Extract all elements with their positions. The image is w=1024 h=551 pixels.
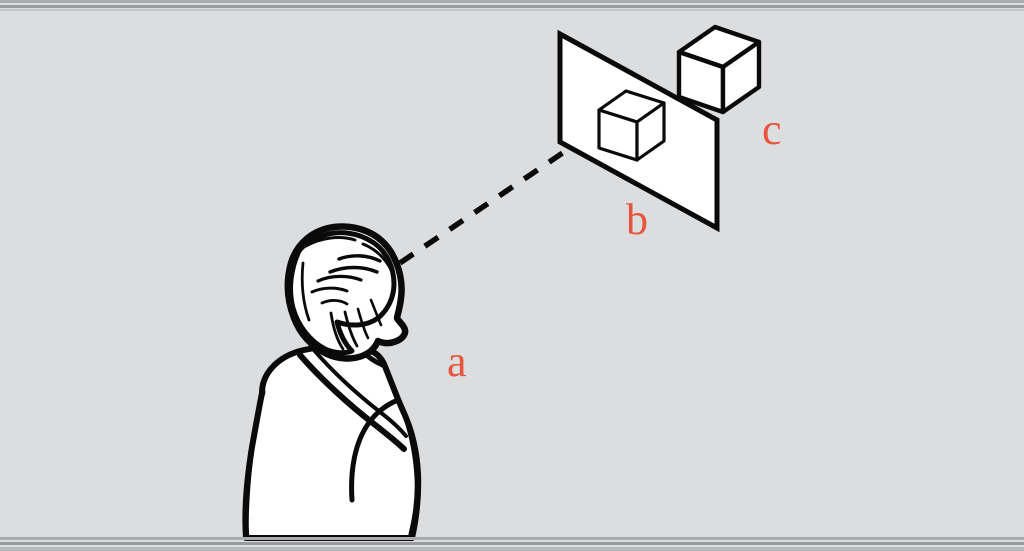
- person-hair-strand-5: [310, 286, 349, 294]
- person-hair-strand-3: [328, 265, 379, 274]
- person-hair-strand-2: [337, 254, 382, 263]
- small-cube-on-plane: [597, 89, 666, 162]
- person-hair-strand-10: [356, 307, 370, 340]
- small-cube-right-face: [635, 101, 666, 162]
- top-divider-line-2: [0, 5, 1024, 8]
- top-divider-line-3: [0, 9, 1024, 11]
- person-hair-strand-8: [329, 311, 345, 351]
- person-arm-outer-edge: [403, 415, 420, 537]
- bottom-divider-line-3: [0, 547, 1024, 551]
- person-hair-outline: [288, 230, 397, 356]
- bottom-divider-line-2: [0, 542, 1024, 545]
- dashed-gaze-line: [398, 147, 569, 266]
- top-divider-line-1: [0, 0, 1024, 3]
- person-hair-strand-7: [300, 261, 311, 322]
- label-b: b: [626, 195, 648, 244]
- person-hair-strand-4: [316, 274, 363, 283]
- person-arm-seam: [349, 397, 401, 503]
- person-hair-strand-1: [304, 236, 357, 248]
- bottom-divider-line-1: [0, 537, 1024, 540]
- person-figure: [242, 223, 422, 541]
- large-cube-right-face: [720, 39, 762, 115]
- person-hair-strand-9: [343, 310, 359, 348]
- person-hair-strand-11: [369, 298, 383, 327]
- large-cube-in-space: [676, 24, 762, 115]
- person-hair-fringe-sweep: [361, 242, 396, 279]
- label-c: c: [762, 105, 782, 154]
- person-coat-left-seam: [243, 389, 266, 541]
- label-a: a: [447, 337, 467, 386]
- person-hair-strand-6: [320, 299, 349, 306]
